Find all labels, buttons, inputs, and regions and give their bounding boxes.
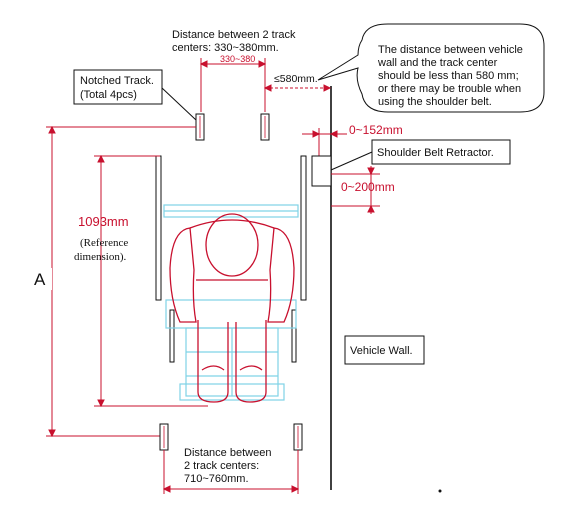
reference-line1: (Reference	[80, 237, 128, 249]
vehicle-wall-label: Vehicle Wall.	[350, 345, 413, 357]
wheel-left	[155, 155, 162, 301]
wall-distance-dimension	[263, 84, 332, 92]
wall-distance-label: ≤580mm.	[274, 73, 318, 85]
wheelchair-frame	[163, 204, 299, 401]
dim-0-200-text: 0~200mm	[341, 180, 395, 194]
dimension-a	[46, 125, 196, 438]
shoulder-belt-retractor	[311, 155, 332, 187]
top-spacing-label-line2: centers: 330~380mm.	[172, 42, 279, 54]
callout-line4: or there may be trouble when	[378, 83, 521, 95]
small-dot	[438, 489, 442, 493]
vehicle-wall-label-box: Vehicle Wall.	[344, 335, 425, 365]
occupant-outline	[169, 213, 295, 403]
bottom-spacing-dimension	[162, 450, 300, 494]
dim-0-200	[331, 166, 380, 214]
top-spacing-dim-text: 330~380	[220, 54, 255, 64]
callout-line1: The distance between vehicle	[378, 44, 523, 56]
wheel-right	[300, 155, 307, 301]
bottom-spacing-label-line1: Distance between	[184, 447, 271, 459]
bottom-spacing-label-line2: 2 track centers:	[184, 460, 259, 472]
a-label: A	[34, 270, 46, 289]
caster-right	[291, 309, 297, 363]
caster-left	[169, 309, 175, 363]
height-text: 1093mm	[78, 214, 129, 229]
shoulder-belt-retractor-label-box: Shoulder Belt Retractor.	[371, 139, 511, 165]
bottom-spacing-label-line3: 710~760mm.	[184, 473, 249, 485]
height-dimension	[94, 154, 208, 408]
top-spacing-dimension	[199, 58, 267, 112]
reference-line2: dimension).	[74, 251, 126, 263]
callout-line3: should be less than 580 mm;	[378, 70, 519, 82]
shoulder-belt-retractor-label: Shoulder Belt Retractor.	[377, 147, 494, 159]
dim-0-152-text: 0~152mm	[349, 123, 403, 137]
callout-line2: wall and the track center	[377, 57, 498, 69]
dim-0-152	[302, 128, 347, 158]
callout-line5: using the shoulder belt.	[378, 96, 492, 108]
top-spacing-label-line1: Distance between 2 track	[172, 29, 296, 41]
retractor-leader	[330, 151, 373, 171]
notched-track-leader	[161, 87, 197, 121]
warning-callout: The distance between vehicle wall and th…	[317, 23, 545, 113]
notched-track-line1: Notched Track.	[80, 75, 154, 87]
notched-track-line2: (Total 4pcs)	[80, 89, 137, 101]
notched-track-label-box: Notched Track. (Total 4pcs)	[73, 69, 163, 105]
